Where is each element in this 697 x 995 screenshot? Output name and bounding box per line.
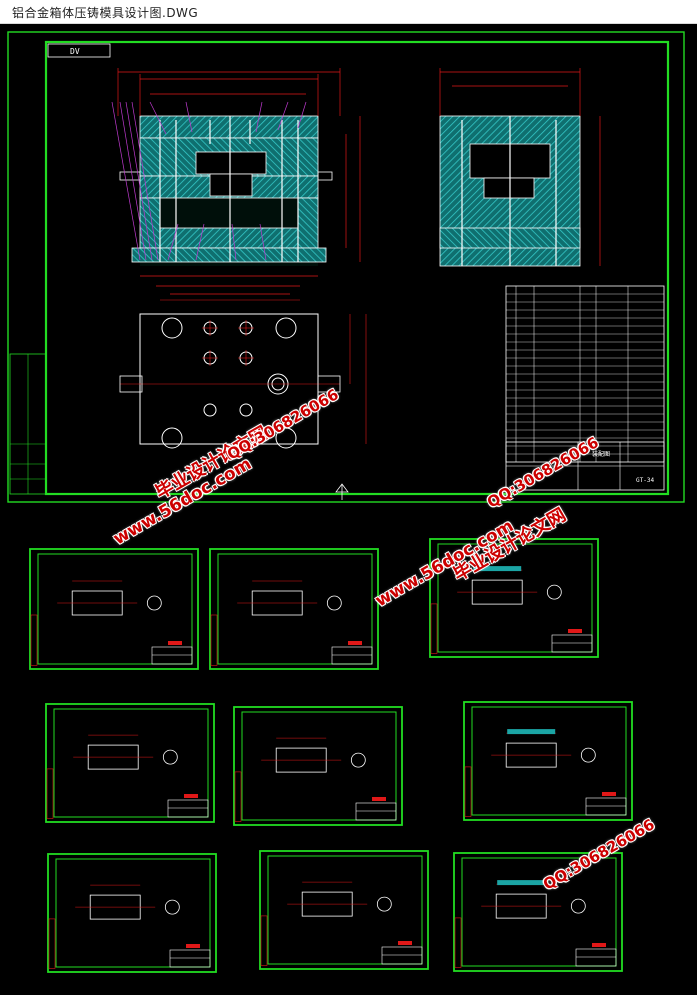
detail-sheets: [29, 538, 633, 973]
detail-sheet-1: [29, 548, 199, 670]
detail-sheet-9: [453, 852, 623, 972]
sheet-code-label: DV: [70, 47, 80, 56]
detail-sheet-3: [429, 538, 599, 658]
bom-table: 装配图 GT-34: [505, 285, 665, 491]
side-section-view: [439, 68, 601, 267]
cad-drawing: DV: [7, 31, 685, 973]
title-block-code: GT-34: [636, 477, 654, 484]
detail-sheet-4: [45, 703, 215, 823]
drawing-canvas[interactable]: DV: [0, 24, 697, 995]
detail-sheet-5: [233, 706, 403, 826]
detail-sheet-6: [463, 701, 633, 821]
front-section-view: [111, 68, 361, 295]
main-sheet: DV: [7, 31, 685, 503]
plan-view: [119, 299, 367, 449]
window-title: 铝合金箱体压铸模具设计图.DWG: [12, 6, 199, 20]
detail-sheet-7: [47, 853, 217, 973]
detail-sheet-8: [259, 850, 429, 970]
window-titlebar: 铝合金箱体压铸模具设计图.DWG: [0, 0, 697, 24]
detail-sheet-2: [209, 548, 379, 670]
title-block-name: 装配图: [592, 450, 610, 458]
